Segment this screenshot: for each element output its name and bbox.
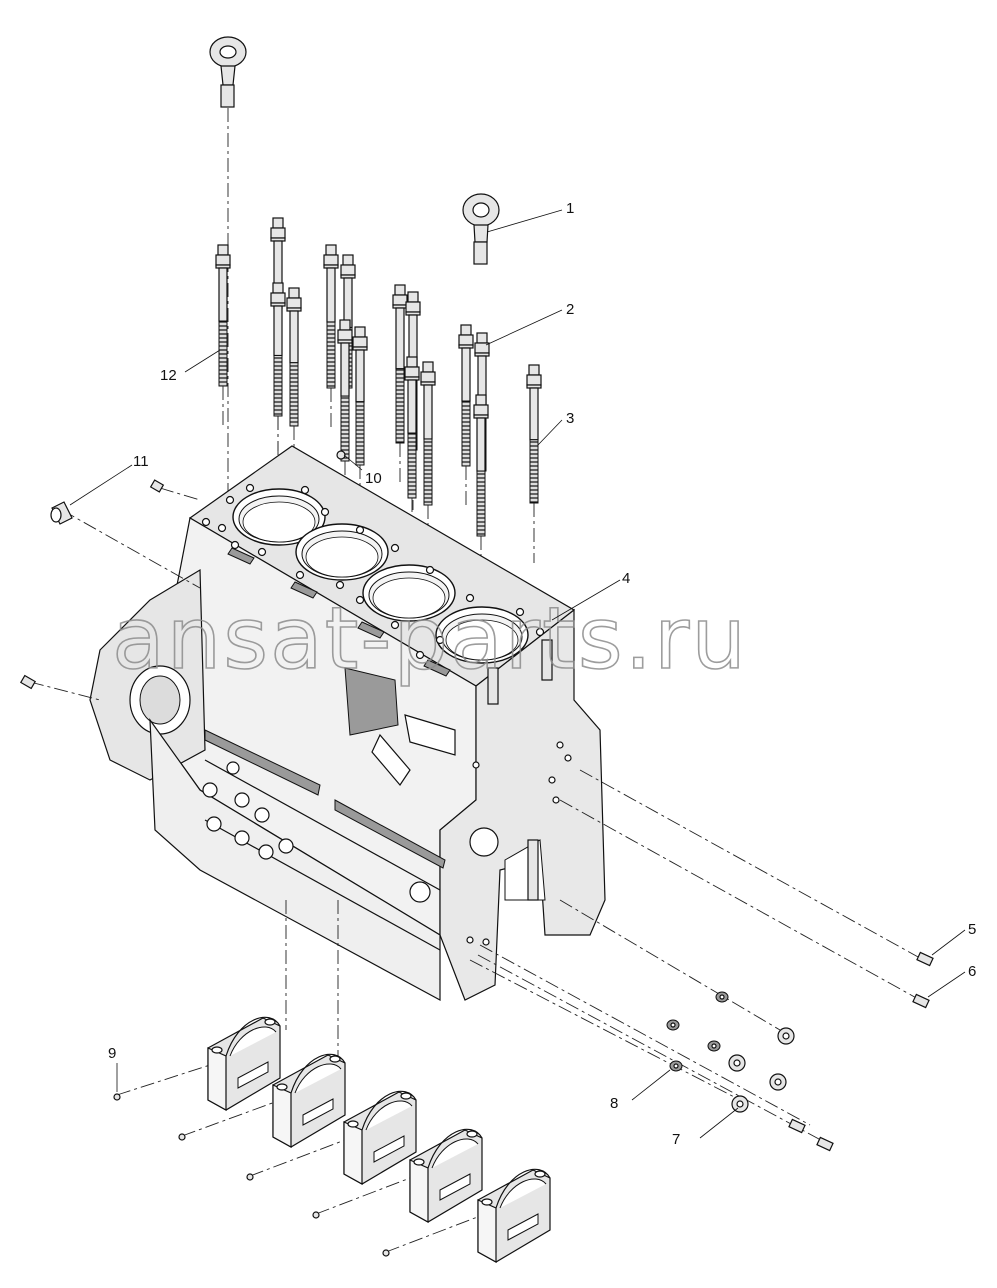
- main-bearing-cap: [272, 1053, 346, 1149]
- assembly-lines: [29, 487, 921, 1253]
- deck-hole: [295, 570, 305, 580]
- deck-hole: [217, 523, 227, 533]
- main-bearing-cap: [477, 1168, 551, 1264]
- callout-8: 8: [610, 1095, 618, 1112]
- head-bolt: [323, 244, 339, 428]
- deck-hole: [225, 495, 235, 505]
- callout-9: 9: [108, 1045, 116, 1062]
- cylinder-bores: [201, 483, 545, 677]
- cylinder-head-bolts: [215, 217, 542, 576]
- deck-hole: [320, 507, 330, 517]
- callout-2: 2: [566, 301, 574, 318]
- head-bolt: [337, 319, 353, 501]
- deck-hole: [257, 547, 267, 557]
- small-parts: [19, 450, 934, 1257]
- coolant-slot: [423, 659, 451, 677]
- callout-1: 1: [566, 200, 574, 217]
- plug-part-11: [50, 501, 73, 525]
- cylinder-bore: [435, 606, 529, 664]
- deck-hole: [201, 517, 211, 527]
- callout-4: 4: [622, 570, 630, 587]
- head-bolt: [270, 282, 286, 456]
- head-bolt: [404, 356, 420, 538]
- head-bolt: [473, 394, 489, 576]
- coolant-slot: [227, 547, 255, 565]
- head-bolt: [526, 364, 542, 563]
- main-bearing-cap: [207, 1016, 281, 1112]
- deck-hole: [535, 627, 545, 637]
- deck-hole: [425, 565, 435, 575]
- callout-7: 7: [672, 1131, 680, 1148]
- deck-hole: [355, 595, 365, 605]
- leader-lines: [69, 209, 966, 1139]
- watermark-text: ansat-parts.ru: [112, 589, 748, 689]
- head-bolt: [458, 324, 474, 506]
- head-bolt: [215, 244, 231, 426]
- deck-hole: [230, 540, 240, 550]
- deck-hole: [390, 543, 400, 553]
- callout-6: 6: [968, 963, 976, 980]
- lifting-eye-part-1: [462, 193, 500, 265]
- coolant-slot: [357, 621, 385, 639]
- deck-hole: [335, 580, 345, 590]
- callout-labels: 1 2 3 4 5 6 7 8 9 10 11 12: [108, 200, 976, 1148]
- deck-hole: [465, 593, 475, 603]
- callout-11: 11: [133, 453, 149, 470]
- main-bearing-cap: [409, 1128, 483, 1224]
- deck-hole: [515, 607, 525, 617]
- main-bearing-caps: [207, 1016, 551, 1264]
- deck-hole: [355, 525, 365, 535]
- deck-hole: [300, 485, 310, 495]
- cylinder-bore: [362, 564, 456, 622]
- deck-hole: [415, 650, 425, 660]
- main-bearing-cap: [343, 1090, 417, 1186]
- cylinder-bore: [295, 523, 389, 581]
- lifting-eye-upper: [209, 36, 247, 500]
- callout-12: 12: [160, 367, 177, 384]
- callout-5: 5: [968, 921, 976, 938]
- callout-3: 3: [566, 410, 574, 427]
- callout-10: 10: [365, 470, 382, 487]
- deck-hole: [245, 483, 255, 493]
- deck-hole: [435, 635, 445, 645]
- head-bolt: [392, 284, 408, 483]
- coolant-slot: [290, 581, 318, 599]
- cylinder-bore: [232, 488, 326, 546]
- deck-hole: [390, 620, 400, 630]
